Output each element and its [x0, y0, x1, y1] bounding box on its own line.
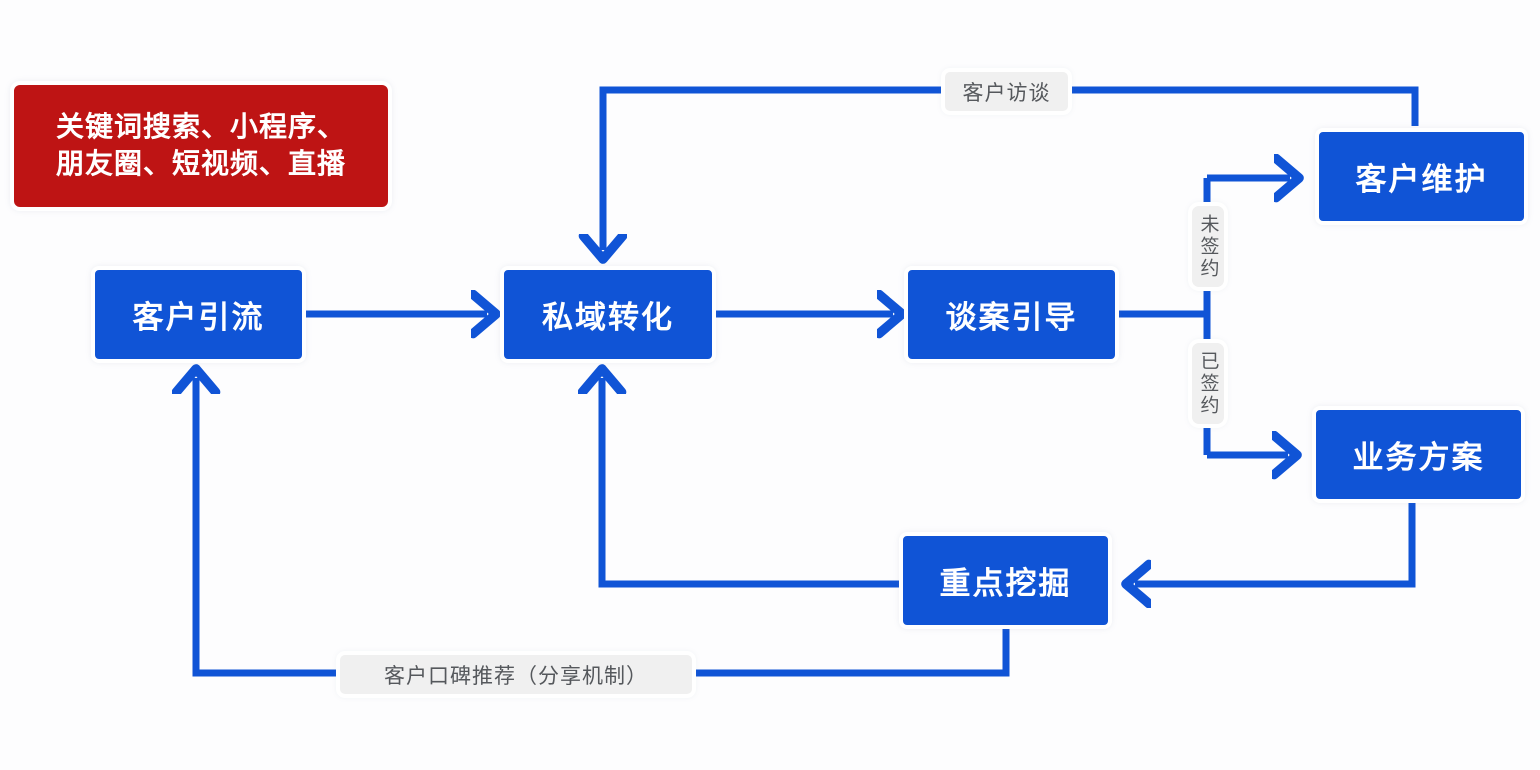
source-channels-text: 关键词搜索、小程序、 朋友圈、短视频、直播 [56, 109, 346, 183]
node-source-channels[interactable]: 关键词搜索、小程序、 朋友圈、短视频、直播 [10, 81, 392, 211]
node-case-guidance[interactable]: 谈案引导 [904, 266, 1119, 363]
wire-mining-to-conversion [602, 378, 899, 588]
node-key-mining[interactable]: 重点挖掘 [899, 532, 1112, 629]
edge-label-customer-interview: 客户访谈 [941, 68, 1072, 115]
wire-mining-to-acquisition [196, 378, 1010, 677]
edge-label-word-of-mouth: 客户口碑推荐（分享机制） [336, 651, 696, 698]
node-business-plan[interactable]: 业务方案 [1312, 406, 1525, 503]
edge-label-not-signed: 未签约 [1188, 202, 1228, 291]
node-customer-acquisition[interactable]: 客户引流 [91, 266, 306, 363]
node-customer-maintenance[interactable]: 客户维护 [1315, 128, 1528, 225]
edge-label-signed: 已签约 [1188, 339, 1228, 428]
node-private-domain-conversion[interactable]: 私域转化 [500, 266, 716, 363]
source-channels-line-1: 关键词搜索、小程序、 [55, 111, 346, 143]
wire-plan-to-mining [1135, 503, 1416, 584]
source-channels-line-2: 朋友圈、短视频、直播 [55, 148, 346, 179]
